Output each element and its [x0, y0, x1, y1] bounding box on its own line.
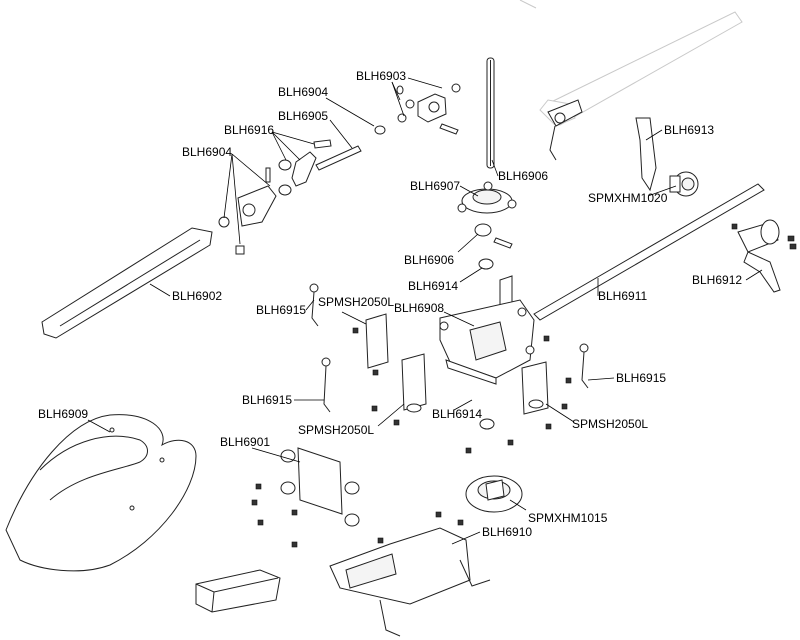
- label-blh6916: BLH6916: [224, 123, 274, 137]
- canopy-blh6909: [5, 414, 197, 572]
- tail-boom-blh6911: [533, 183, 765, 321]
- swashplate-blh6907: [457, 181, 517, 214]
- tail-assembly-blh6912: [731, 219, 797, 293]
- label-spmsh2050l-right: SPMSH2050L: [572, 417, 648, 431]
- main-shaft-blh6906: [486, 57, 495, 169]
- label-blh6910: BLH6910: [482, 525, 532, 539]
- label-blh6913: BLH6913: [664, 123, 714, 137]
- vertical-fin-blh6913: [635, 117, 657, 192]
- label-blh6912: BLH6912: [692, 273, 742, 287]
- label-spmsh2050l-mid: SPMSH2050L: [298, 423, 374, 437]
- bearing-blh6914-top: [478, 258, 494, 270]
- label-blh6906-mid: BLH6906: [404, 253, 454, 267]
- linkage-blh6915-left: [309, 283, 319, 327]
- upper-rotor-grip: [547, 99, 583, 161]
- label-blh6907: BLH6907: [410, 179, 460, 193]
- label-blh6901: BLH6901: [220, 435, 270, 449]
- leader-lines: [87, 77, 763, 545]
- label-blh6909: BLH6909: [38, 407, 88, 421]
- label-blh6915-left: BLH6915: [256, 303, 306, 317]
- landing-gear-blh6910: [329, 511, 491, 637]
- main-motor-spmxhm1015: [465, 439, 523, 513]
- label-blh6905: BLH6905: [278, 109, 328, 123]
- servo-spmsh2050l-left: [352, 313, 389, 376]
- foam-block: [195, 569, 281, 613]
- part-labels: BLH6904 BLH6903 BLH6905 BLH6916 BLH6904 …: [38, 69, 742, 539]
- bearing-pin-blh6906: [474, 223, 513, 249]
- spindle-blh6905: [315, 125, 386, 171]
- servo-spmsh2050l-mid: [371, 353, 427, 426]
- main-frame-blh6908: [439, 275, 535, 385]
- link-parts-blh6916: [278, 139, 332, 196]
- label-blh6908: BLH6908: [394, 301, 444, 315]
- label-spmxhm1015: SPMXHM1015: [528, 511, 608, 525]
- linkage-blh6915-mid: [321, 357, 331, 413]
- battery-tray-blh6901: [251, 447, 360, 548]
- label-blh6903: BLH6903: [356, 69, 406, 83]
- label-blh6914-mid: BLH6914: [432, 407, 482, 421]
- label-blh6906-top: BLH6906: [498, 169, 548, 183]
- servo-spmsh2050l-right: [521, 335, 572, 430]
- label-blh6915-mid: BLH6915: [242, 393, 292, 407]
- label-blh6915-right: BLH6915: [616, 371, 666, 385]
- label-spmxhm1020: SPMXHM1020: [588, 191, 668, 205]
- blade-grip-blh6904: [218, 167, 277, 255]
- label-blh6914-top: BLH6914: [408, 279, 458, 293]
- tail-motor-spmxhm1020: [669, 171, 699, 197]
- label-blh6911: BLH6911: [598, 289, 647, 303]
- bearing-blh6914-mid: [479, 418, 495, 430]
- rotor-head-hub-blh6903: [396, 83, 461, 135]
- ghost-rotor-blade: [519, 0, 743, 127]
- label-blh6904-left: BLH6904: [182, 145, 232, 159]
- label-spmsh2050l-left: SPMSH2050L: [318, 295, 394, 309]
- label-blh6902: BLH6902: [172, 289, 222, 303]
- label-blh6904-top: BLH6904: [278, 85, 328, 99]
- main-blade-blh6902: [41, 227, 213, 339]
- linkage-blh6915-right: [579, 343, 589, 389]
